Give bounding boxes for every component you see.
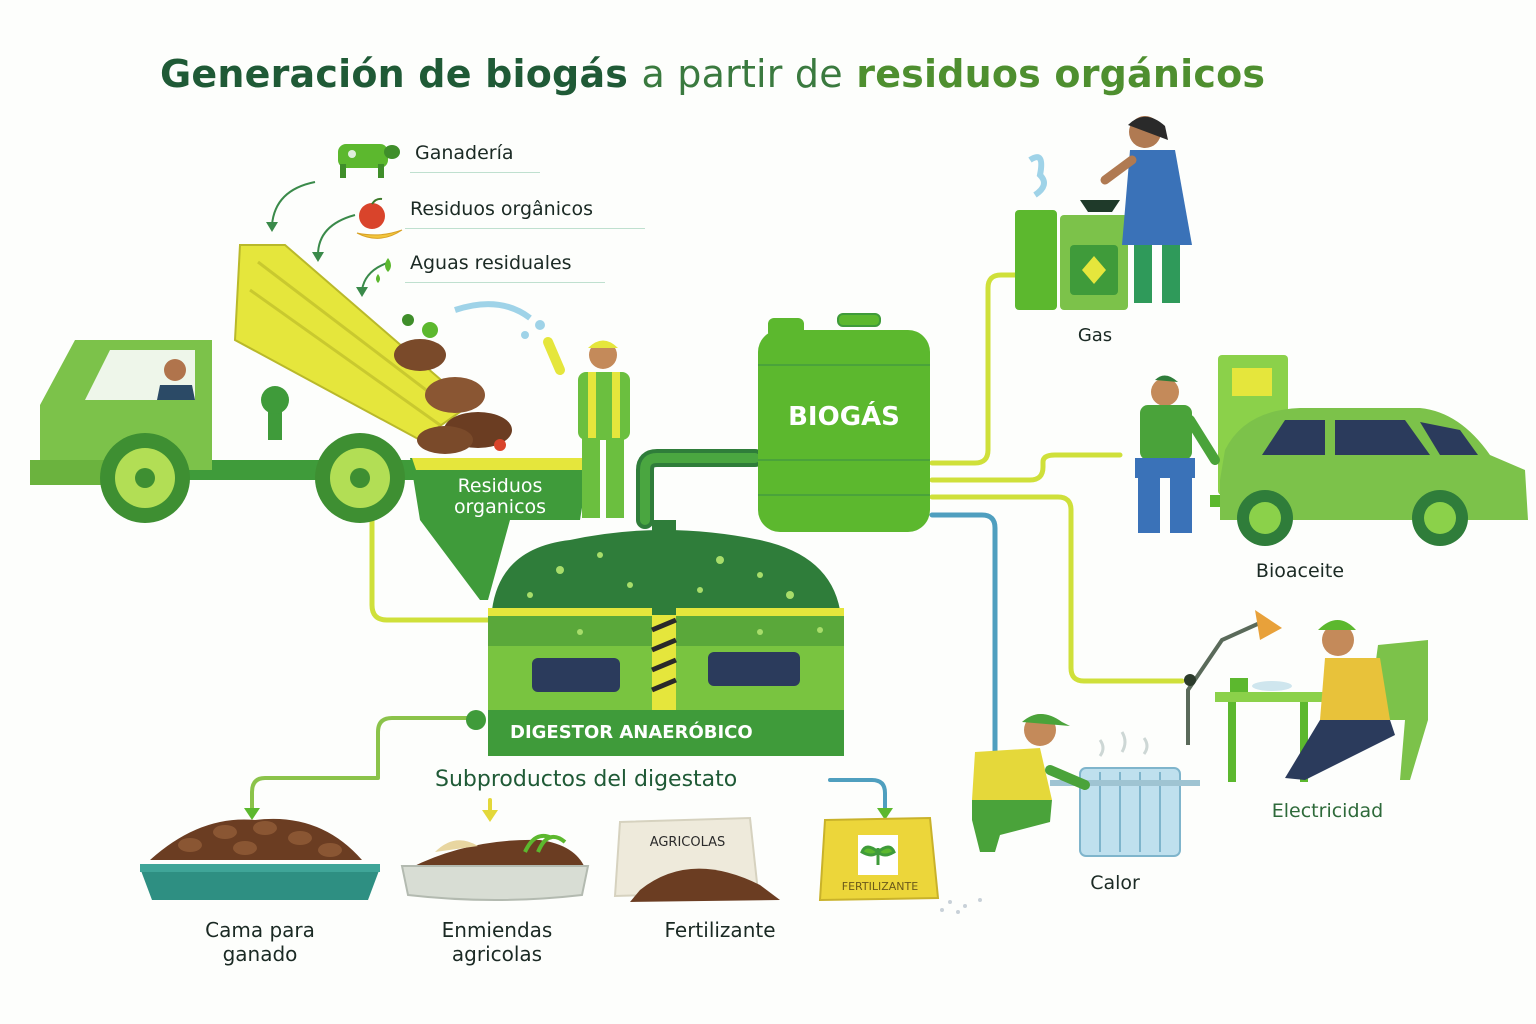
digester — [466, 520, 844, 756]
pipe-yellow-left — [369, 517, 495, 623]
pipe-to-electricidad — [929, 494, 1185, 684]
tank-label: BIOGÁS — [788, 402, 900, 432]
pipe-to-gas — [929, 272, 1021, 466]
pipe-digester-to-tank — [636, 449, 764, 529]
output-label-bioaceite: Bioaceite — [1255, 560, 1345, 582]
input-label-residuos: Residuos orgânicos — [410, 198, 593, 220]
subproduct-enmiendas-line1: Enmiendas — [441, 918, 553, 942]
subproduct-label-enmiendas: Enmiendas agricolas — [412, 918, 582, 966]
cook-person — [1100, 116, 1192, 303]
subproduct-label-fertilizante: Fertilizante — [664, 918, 776, 942]
title-part1: Generación de biogás — [160, 52, 629, 96]
gas-stove — [1015, 154, 1128, 310]
fueling-person — [1135, 375, 1220, 533]
falling-waste — [394, 314, 512, 454]
arrowheads — [244, 808, 893, 822]
livestock-bedding-tray — [140, 818, 380, 900]
hopper-label-line1: Residuos — [457, 475, 543, 497]
input-underline — [405, 228, 645, 229]
bag-label-agricolas: AGRICOLAS — [649, 835, 726, 850]
input-label-ganaderia: Ganadería — [415, 142, 514, 164]
soil-amendment-tray — [400, 833, 590, 901]
subproduct-cama-line2: ganado — [222, 942, 298, 966]
digester-label: DIGESTOR ANAERÓBICO — [510, 722, 753, 743]
output-label-electricidad: Electricidad — [1271, 800, 1384, 822]
input-underline — [410, 172, 540, 173]
bubbles — [527, 552, 823, 635]
worker — [543, 337, 630, 518]
pipe-to-bioaceite — [929, 452, 1123, 483]
bag-label-fertilizante: FERTILIZANTE — [841, 880, 919, 893]
truck-wheel — [100, 433, 190, 523]
desk — [1215, 678, 1360, 782]
agricolas-bag — [613, 816, 780, 902]
fertilizer-bag — [818, 816, 982, 914]
hopper — [410, 458, 590, 600]
output-label-calor: Calor — [1090, 872, 1140, 894]
truck — [30, 244, 545, 523]
reading-person — [1285, 620, 1395, 780]
pipe-subproducts-left — [250, 716, 477, 817]
input-label-aguas: Aguas residuales — [410, 252, 572, 274]
car-wheel — [1412, 490, 1468, 546]
car-wheel — [1237, 490, 1293, 546]
cow-icon — [338, 144, 400, 178]
page-title: Generación de biogás a partir de residuo… — [160, 52, 1265, 96]
chair — [1368, 640, 1428, 780]
biogas-tank — [758, 313, 930, 532]
subproducts-title: Subproductos del digestato — [435, 767, 738, 792]
subproduct-label-cama: Cama para ganado — [175, 918, 345, 966]
pipes — [250, 272, 1185, 820]
title-part3: residuos orgánicos — [856, 52, 1266, 96]
hopper-label-line2: organicos — [453, 496, 547, 518]
title-part2: a partir de — [641, 52, 843, 96]
radiator — [1050, 731, 1200, 857]
hopper-label: Residuos organicos — [440, 476, 560, 518]
subproduct-cama-line1: Cama para — [205, 918, 315, 942]
subproduct-enmiendas-line2: agricolas — [451, 942, 543, 966]
car — [1220, 408, 1528, 546]
input-underline — [405, 282, 605, 283]
apple-banana-icon — [356, 197, 403, 239]
desk-lamp — [1184, 610, 1282, 745]
pipe-subproducts-right — [828, 778, 887, 817]
water-drop-icon — [376, 258, 391, 283]
truck-wheel — [315, 433, 405, 523]
heating-person — [972, 714, 1090, 852]
pipe-to-calor — [929, 512, 998, 755]
output-label-gas: Gas — [1077, 325, 1113, 346]
